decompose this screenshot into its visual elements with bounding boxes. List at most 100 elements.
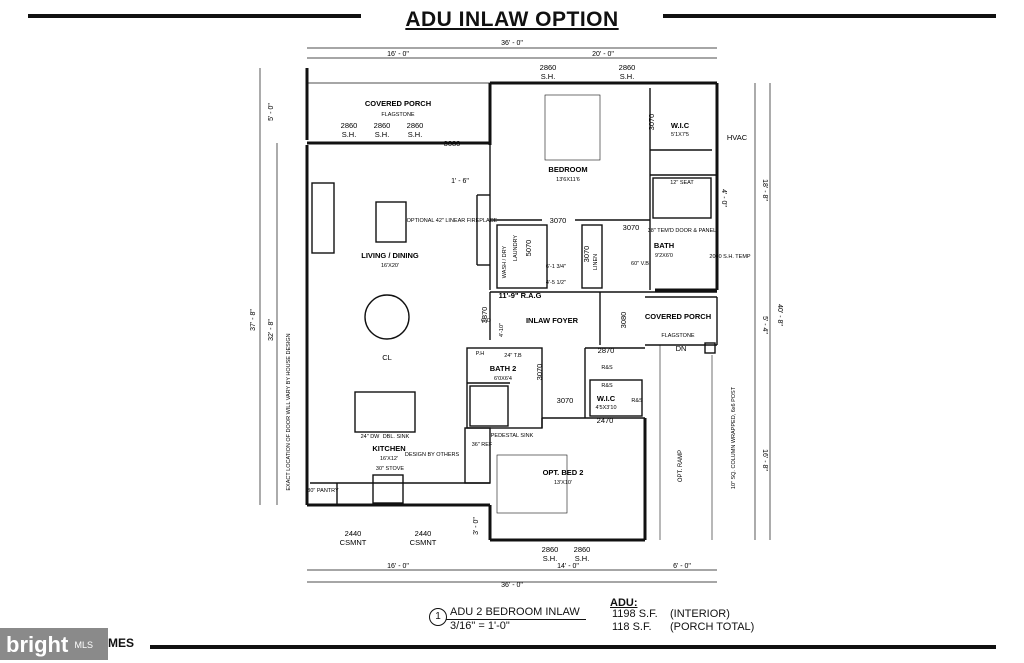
dim-r3: 3' - 0" xyxy=(473,517,480,535)
win-bottom-1: 2860 xyxy=(542,545,559,554)
stove-label: 30" STOVE xyxy=(376,466,404,472)
win-top-2: 2860 xyxy=(619,63,636,72)
csmnt-1: 2440 xyxy=(345,529,362,538)
win-porch-3: 2860 xyxy=(407,121,424,130)
door-3070-linen: 3070 xyxy=(582,246,591,263)
door-3080-porch: 3080 xyxy=(444,139,461,148)
pedestal-label: PEDESTAL SINK xyxy=(491,433,534,439)
dim-top-total: 36' - 0" xyxy=(501,40,523,47)
interior-walls xyxy=(307,82,718,540)
win-porch-2: 2860 xyxy=(374,121,391,130)
door-3070-bed2: 3070 xyxy=(557,396,574,405)
hvac-label: HVAC xyxy=(727,133,748,142)
room-bath-sub: 9'2X6'0 xyxy=(655,253,673,259)
dim-bottom-mid: 14' - 0" xyxy=(557,563,579,570)
dim-right-total: 40' - 8" xyxy=(776,304,783,326)
glass-door-label: 38" TEM'D DOOR & PANEL xyxy=(648,228,717,234)
win-porch-3-sh: S.H. xyxy=(408,130,423,139)
door-2870: 2870 xyxy=(598,346,615,355)
win-top-2-sh: S.H. xyxy=(620,72,635,81)
adu-porch-label: (PORCH TOTAL) xyxy=(670,621,755,633)
rs-label-3: R&S xyxy=(631,398,643,404)
legend-scale: 3/16" = 1'-0" xyxy=(450,620,510,632)
dn-label: DN xyxy=(676,344,687,353)
dim-bottom-left: 16' - 0" xyxy=(387,563,409,570)
pantry-label: 30" PANTRY xyxy=(307,488,339,494)
door-3080-porch2: 3080 xyxy=(619,312,628,329)
room-wic1-sub: 5'1X7'5 xyxy=(671,132,689,138)
bottom-rule xyxy=(150,645,996,649)
watermark: bright MLS xyxy=(0,628,108,660)
dim-45: 4'-5 1/2" xyxy=(546,280,566,286)
brand-fragment: MES xyxy=(108,636,135,650)
fireplace-label: OPTIONAL 42" LINEAR FIREPLACE xyxy=(407,218,498,224)
watermark-suffix: MLS xyxy=(74,640,93,651)
dim-bottom-total: 36' - 0" xyxy=(501,582,523,589)
exact-location-label: EXACT LOCATION OF DOOR WILL VARY BY HOUS… xyxy=(286,333,292,490)
ref-label: 36" REF xyxy=(472,442,493,448)
room-kitchen: KITCHEN xyxy=(372,444,405,453)
rs-label-2: R&S xyxy=(601,383,613,389)
tb-label: 24" T.B xyxy=(504,353,522,359)
laundry-label: LAUNDRY xyxy=(513,235,519,262)
dim-right-a: 18' - 8" xyxy=(761,179,768,201)
legend-number: 1 xyxy=(429,608,447,626)
opt-ramp-label: OPT. RAMP xyxy=(678,450,684,482)
room-covered-porch: COVERED PORCH xyxy=(365,99,431,108)
room-covered-porch2: COVERED PORCH xyxy=(645,312,711,321)
dim-bottom-right: 6' - 0" xyxy=(673,563,691,570)
co-label: C.O xyxy=(481,318,492,324)
door-3070-bath2: 3070 xyxy=(535,364,544,381)
room-opt-bed2: OPT. BED 2 xyxy=(543,468,584,477)
rs-label-1: R&S xyxy=(601,365,613,371)
rbag-label: 11'-9" R.A.G xyxy=(499,291,542,300)
dim-left-total: 37' - 8" xyxy=(250,309,257,331)
page-title: ADU INLAW OPTION xyxy=(405,8,619,31)
room-living-dining: LIVING / DINING xyxy=(361,251,419,260)
room-bedroom: BEDROOM xyxy=(548,165,587,174)
dim-r4: 4' - 0" xyxy=(720,189,727,207)
door-5070-laundry: 5070 xyxy=(524,240,533,257)
csmnt-2-label: CSMNT xyxy=(410,538,437,547)
room-bath: BATH xyxy=(654,241,674,250)
csmnt-1-label: CSMNT xyxy=(340,538,367,547)
room-bedroom-sub: 13'6X11'6 xyxy=(556,177,580,183)
column-label: 10" SQ. COLUMN WRAPPED, 6x6 POST xyxy=(731,386,737,489)
dim-right-c: 16' - 8" xyxy=(761,449,768,471)
win-porch-2-sh: S.H. xyxy=(375,130,390,139)
room-covered-porch-sub: FLAGSTONE xyxy=(381,112,415,118)
win-top-1: 2860 xyxy=(540,63,557,72)
dim-top-left: 16' - 0" xyxy=(387,51,409,58)
room-bath2-sub: 6'0X6'4 xyxy=(494,376,512,382)
win-porch-1-sh: S.H. xyxy=(342,130,357,139)
dw-label: 24" DW xyxy=(361,434,381,440)
legend-title: ADU 2 BEDROOM INLAW xyxy=(450,606,580,618)
watermark-brand: bright xyxy=(6,632,69,658)
adu-interior-value: 1198 S.F. xyxy=(612,608,658,620)
dim-left-inner: 32' - 8" xyxy=(268,319,275,341)
temp-label: 2040 S.H. TEMP xyxy=(709,254,750,260)
room-opt-bed2-sub: 13'X10' xyxy=(554,480,572,486)
room-bath2: BATH 2 xyxy=(490,364,517,373)
win-porch-1: 2860 xyxy=(341,121,358,130)
door-2470: 2470 xyxy=(597,416,614,425)
cl-label: CL xyxy=(382,353,392,362)
design-label: DESIGN BY OTHERS xyxy=(405,452,460,458)
adu-label: ADU: xyxy=(610,597,638,609)
room-inlaw-foyer: INLAW FOYER xyxy=(526,316,579,325)
win-bottom-1-sh: S.H. xyxy=(543,554,558,563)
adu-interior-label: (INTERIOR) xyxy=(670,608,730,620)
dimension-lines xyxy=(259,47,771,583)
room-living-dining-sub: 16'X20' xyxy=(381,263,399,269)
vb-label: 60" V.B xyxy=(631,261,649,267)
sink-label: DBL. SINK xyxy=(383,434,410,440)
wash-dry-label: WASH / DRY xyxy=(502,245,508,278)
door-3070-bath: 3070 xyxy=(623,223,640,232)
dim-d16: 1' - 6" xyxy=(451,178,469,185)
door-3070-wic: 3070 xyxy=(647,114,656,131)
linen-label: LINEN xyxy=(593,254,599,270)
title-rule-right xyxy=(663,14,996,18)
dim-410: 4'-10" xyxy=(499,323,505,337)
dim-top-right: 20' - 0" xyxy=(592,51,614,58)
